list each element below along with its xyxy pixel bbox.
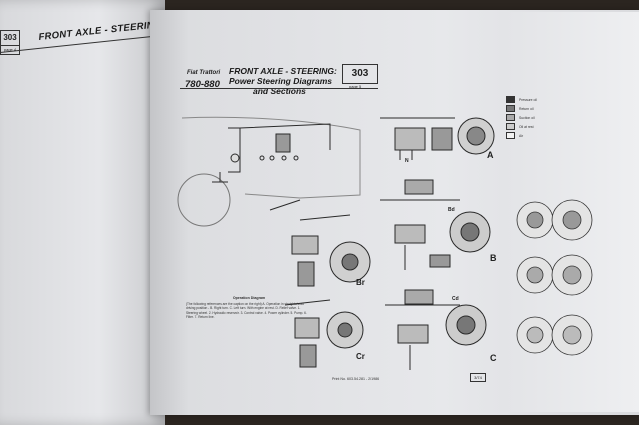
label-cr: Cr	[356, 352, 365, 361]
panel-b-diagrams	[269, 179, 491, 287]
footer-page-box: 3/74	[470, 373, 486, 382]
oil-legend: Pressure oil Return oil Suction oil Oil …	[506, 96, 537, 141]
right-page-title: FRONT AXLE - STEERING: Power Steering Di…	[229, 66, 337, 96]
legend-row: Return oil	[506, 105, 537, 112]
label-b: B	[490, 253, 497, 263]
legend-label: Air	[519, 133, 524, 138]
panel-c-diagrams	[284, 289, 487, 370]
legend-row: Pressure oil	[506, 96, 537, 103]
section-views	[516, 199, 593, 356]
right-page-label: page 5	[349, 84, 362, 89]
label-cd: Cd	[452, 296, 459, 302]
label-bd: Bd	[448, 207, 455, 213]
legend-label: Suction oil	[519, 115, 535, 120]
legend-swatch	[506, 105, 515, 112]
caption-title: Operation Diagram	[232, 296, 266, 300]
legend-row: Air	[506, 132, 537, 139]
legend-row: Suction oil	[506, 114, 537, 121]
panel-a-diagram	[380, 117, 495, 160]
caption-body: (The following references are the captio…	[186, 301, 307, 320]
brand-label: Fiat Trattori	[187, 70, 221, 76]
legend-swatch	[506, 132, 515, 139]
title-line-3: and Sections	[253, 86, 306, 96]
operation-caption: Operation Diagram (The following referen…	[186, 296, 312, 320]
left-page: 303 page 4 FRONT AXLE - STEERING	[0, 0, 165, 425]
legend-swatch	[506, 114, 515, 121]
label-a: A	[487, 150, 494, 160]
model-label: 780-880	[185, 79, 220, 90]
label-br: Br	[356, 278, 365, 287]
print-number: Print No. 603.54.281 - 2/1986	[332, 377, 380, 381]
legend-row: Oil at rest	[506, 123, 537, 130]
label-n: N	[405, 158, 409, 164]
right-title-rule	[180, 88, 378, 89]
legend-label: Return oil	[519, 106, 534, 111]
legend-label: Oil at rest	[519, 124, 534, 129]
title-line-2: Power Steering Diagrams	[229, 76, 332, 86]
legend-swatch	[506, 96, 515, 103]
legend-label: Pressure oil	[519, 97, 537, 102]
legend-swatch	[506, 123, 515, 130]
label-c: C	[490, 353, 497, 363]
title-line-1: FRONT AXLE - STEERING:	[229, 66, 337, 76]
right-section-number: 303	[342, 64, 378, 84]
tractor-schematic	[177, 116, 361, 227]
